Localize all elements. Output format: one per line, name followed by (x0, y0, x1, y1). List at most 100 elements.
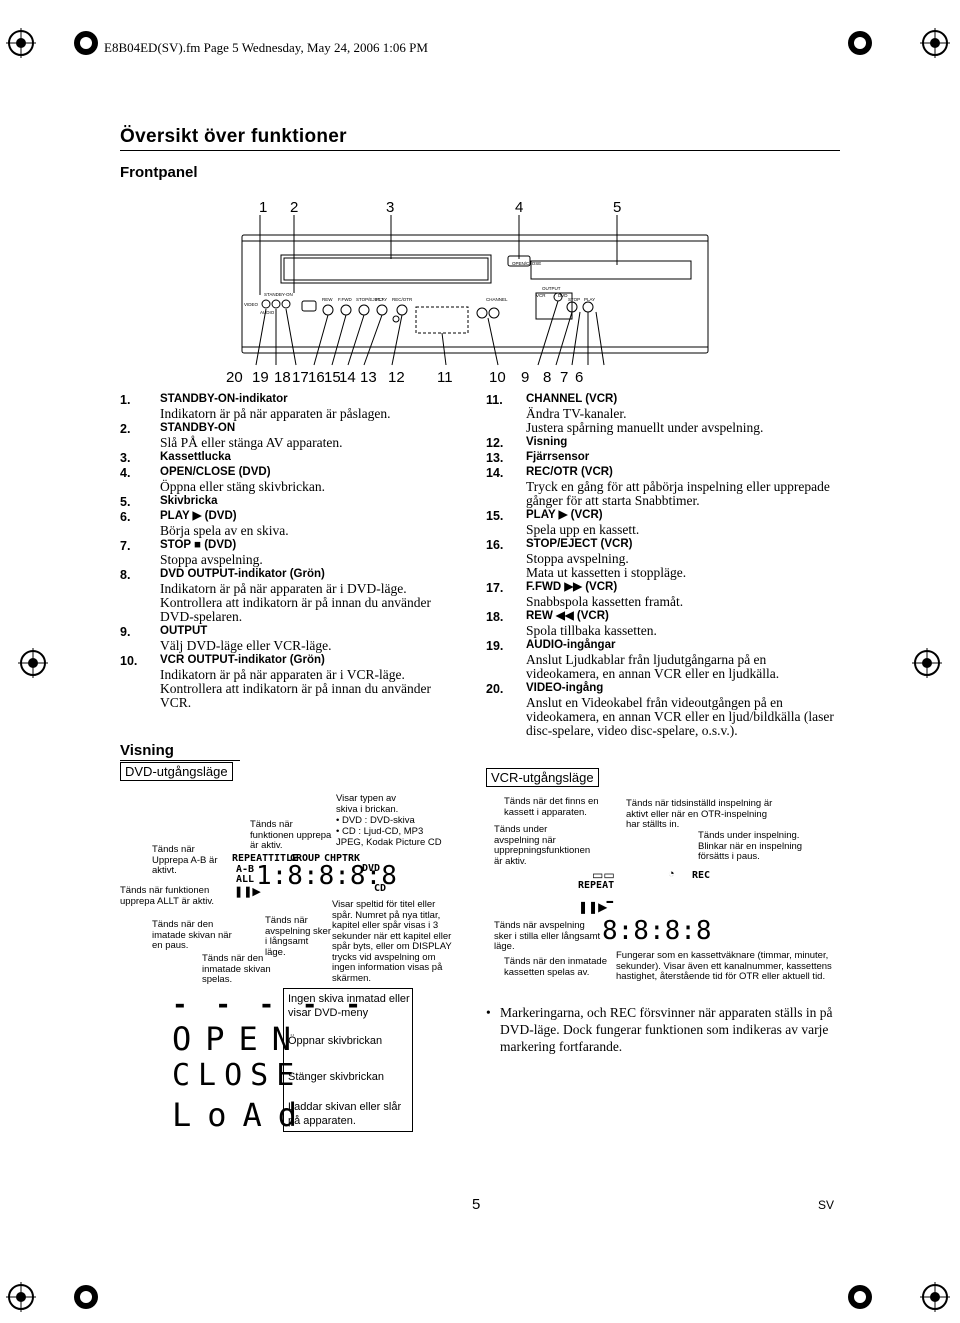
lcd-vcr-rec: REC (692, 870, 711, 881)
panel-label-rew: REW (322, 297, 333, 302)
dvd-mode-label: DVD-utgångsläge (120, 762, 233, 781)
lcd-group: GROUP (290, 853, 321, 864)
lcd-digits: 1:8:8:8:8 (256, 861, 397, 891)
panel-label-audio: AUDIO (260, 310, 275, 315)
lcd-all: ALL (236, 874, 255, 885)
list-item: 5.Skivbricka (120, 495, 218, 509)
feature-list-right: 11.CHANNEL (VCR)Ändra TV-kanaler.Justera… (486, 392, 836, 738)
message-code: - - - - - (172, 990, 367, 1020)
message-text: Stänger skivbrickan (288, 1071, 384, 1083)
callout-number: 18 (274, 369, 291, 386)
callout-number: 11 (437, 369, 453, 386)
registration-mark-icon (18, 648, 48, 678)
lcd-chp: CHP (324, 853, 343, 864)
panel-label-video: VIDEO (244, 302, 259, 307)
list-item: 14.REC/OTR (VCR)Tryck en gång för att på… (486, 466, 830, 508)
message-frame (283, 988, 413, 1132)
message-code: LoAd (172, 1096, 314, 1134)
message-code: CLOSE (172, 1058, 303, 1093)
list-item: 4.OPEN/CLOSE (DVD)Öppna eller stäng skiv… (120, 466, 325, 494)
note-disc-dvd: • DVD : DVD-skiva (336, 815, 415, 826)
visning-rule (120, 760, 240, 761)
callout-number: 17 (292, 369, 309, 386)
panel-label-play: PLAY (376, 297, 387, 302)
lcd-vcr-digits: - 8:8:8:8 (602, 886, 712, 946)
list-item: 12.Visning (486, 436, 568, 450)
registration-mark-icon (71, 1282, 101, 1312)
title-rule (120, 150, 840, 151)
list-item: 6.PLAY ▶ (DVD)Börja spela av en skiva. (120, 510, 289, 538)
vcr-mode-label: VCR-utgångsläge (486, 768, 599, 787)
vcr-note-cassette: Tänds när det finns en kassett i apparat… (504, 796, 599, 818)
callout-number: 16 (308, 369, 325, 386)
vcr-note-rec: Tänds under inspelning. Blinkar när en i… (698, 830, 803, 862)
callout-number: 10 (489, 369, 506, 386)
note-disc-type: Visar typen av skiva i brickan. (336, 793, 399, 815)
registration-mark-icon (71, 28, 101, 58)
note-time: Visar speltid för titel eller spår. Numr… (332, 899, 452, 984)
callout-number: 3 (386, 199, 395, 216)
registration-mark-icon (912, 648, 942, 678)
front-panel-diagram: OPEN/CLOSE OUTPUT STANDBY-ON VIDEO AUDIO… (241, 215, 709, 366)
panel-label-play2: PLAY (584, 297, 595, 302)
list-item: 17.F.FWD ▶▶ (VCR)Snabbspola kassetten fr… (486, 581, 684, 609)
registration-mark-icon (920, 28, 950, 58)
vcr-note-counter: Fungerar som en kassettväknare (timmar, … (616, 950, 832, 982)
message-code: OPEN (172, 1020, 306, 1058)
panel-label-ffwd: F.FWD (338, 297, 352, 302)
lcd-title: TITLE (268, 853, 299, 864)
lcd-repeat: REPEAT (232, 853, 269, 864)
vcr-note-timer: Tänds när tidsinställd inspelning är akt… (626, 798, 773, 830)
note-repeat-all: Tänds när funktionen upprepa ALLT är akt… (120, 885, 215, 907)
vcr-note-inserted: Tänds när den inmatade kassetten spelas … (504, 956, 607, 978)
message-text: Öppnar skivbrickan (288, 1035, 383, 1047)
list-item: 18.REW ◀◀ (VCR)Spola tillbaka kassetten. (486, 610, 657, 638)
registration-mark-icon (845, 1282, 875, 1312)
callout-number: 2 (290, 199, 299, 216)
callout-number: 5 (613, 199, 622, 216)
callout-number: 6 (575, 369, 584, 386)
pause-icon: ❚❚▶ (234, 886, 261, 898)
panel-label-vcr: VCR (536, 293, 546, 298)
panel-label-rec: REC/OTR (392, 297, 413, 302)
registration-mark-icon (6, 1282, 36, 1312)
panel-label-channel: CHANNEL (486, 297, 508, 302)
panel-label-dvd: DVD (558, 293, 568, 298)
panel-label-stop: STOP (568, 297, 580, 302)
panel-label-stop-eject: STOP/EJECT (356, 297, 384, 302)
callout-number: 4 (515, 199, 524, 216)
page-number: 5 (472, 1196, 481, 1213)
callout-number: 15 (324, 369, 341, 386)
list-item: 15.PLAY ▶ (VCR)Spela upp en kassett. (486, 509, 640, 537)
callout-number: 20 (226, 369, 243, 386)
callout-number: 8 (543, 369, 552, 386)
lcd-vcr-repeat: REPEAT (578, 880, 615, 891)
list-item: 13.Fjärrsensor (486, 451, 590, 465)
callout-number: 14 (339, 369, 356, 386)
list-item: 16.STOP/EJECT (VCR)Stoppa avspelning.Mat… (486, 538, 687, 580)
message-text: Laddar skivan eller slår på apparaten. (288, 1101, 402, 1127)
lcd-dvd: DVD (362, 863, 381, 874)
list-item: 3.Kassettlucka (120, 451, 231, 465)
list-item: 10.VCR OUTPUT-indikator (Grön)Indikatorn… (120, 654, 432, 710)
lcd-ab: A-B (236, 864, 255, 875)
vcr-note-slow: Tänds när avspelning sker i stilla eller… (494, 920, 601, 952)
timer-icon: ◔ (668, 868, 675, 880)
list-item: 11.CHANNEL (VCR)Ändra TV-kanaler.Justera… (486, 393, 764, 435)
callout-number: 12 (388, 369, 405, 386)
pause-icon: ❚❚▶ (578, 900, 608, 914)
vcr-lcd-display: ▭▭ REPEAT ◔ REC ❚❚▶ - 8:8:8:8 (572, 868, 732, 946)
lcd-trk: TRK (342, 853, 361, 864)
registration-mark-icon (845, 28, 875, 58)
page-title: Översikt över funktioner (120, 126, 347, 147)
bullet-note: • Markeringarna, och REC försvinner när … (486, 1005, 833, 1054)
section-heading-frontpanel: Frontpanel (120, 164, 198, 181)
panel-label-standby: STANDBY-ON (264, 292, 293, 297)
panel-label-output: OUTPUT (542, 286, 561, 291)
